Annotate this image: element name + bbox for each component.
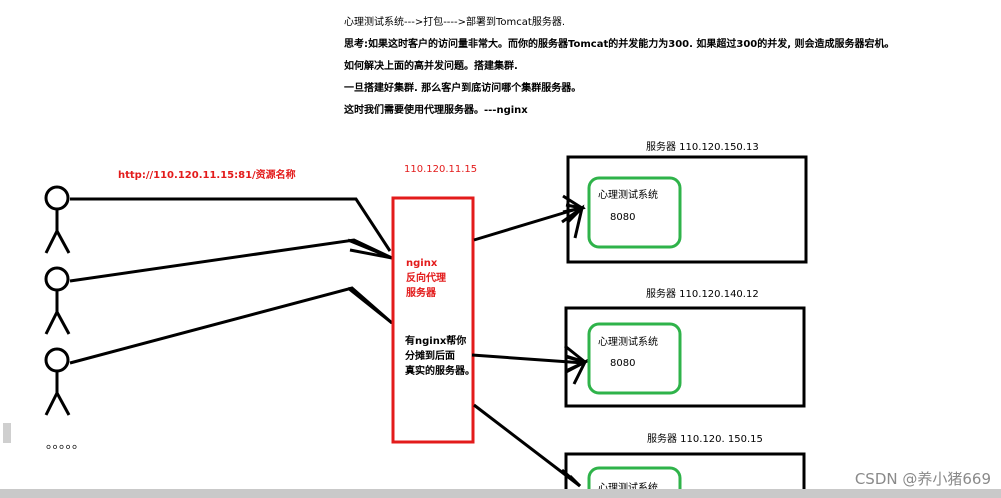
- intro-line-1: 心理测试系统--->打包---->部署到Tomcat服务器.: [344, 17, 566, 28]
- nginx-title-line-1: nginx: [406, 258, 438, 269]
- watermark: CSDN @养小猪669: [854, 470, 991, 488]
- client-connections: [69, 197, 393, 365]
- server-box-3: [564, 452, 806, 498]
- server-box-1: [566, 155, 808, 264]
- server-label-1: 服务器 110.120.150.13: [646, 142, 759, 153]
- server-box-2: [564, 306, 806, 408]
- app-port-1: 8080: [610, 212, 636, 223]
- nginx-desc-line-2: 分摊到后面: [405, 351, 455, 362]
- app-box-2: [587, 322, 682, 395]
- app-box-3: [587, 466, 682, 498]
- client-url-label: http://110.120.11.15:81/资源名称: [118, 170, 296, 181]
- client-figure-1: [44, 185, 71, 254]
- server-label-3: 服务器 110.120. 150.15: [647, 434, 763, 445]
- client-figure-2: [44, 266, 71, 335]
- app-title-3: 心理测试系统: [598, 479, 658, 494]
- app-title-2: 心理测试系统: [598, 337, 658, 348]
- intro-text: 心理测试系统--->打包---->部署到Tomcat服务器. 思考:如果这时客户…: [344, 12, 994, 122]
- intro-line-5: 这时我们需要使用代理服务器。---nginx: [344, 105, 528, 116]
- nginx-description: 有nginx帮你 分摊到后面 真实的服务器。: [405, 334, 475, 379]
- horizontal-scrollbar[interactable]: [0, 489, 1001, 498]
- intro-line-2: 思考:如果这时客户的访问量非常大。而你的服务器Tomcat的并发能力为300. …: [344, 39, 895, 50]
- app-box-1: [587, 176, 682, 249]
- intro-line-4: 一旦搭建好集群. 那么客户到底访问哪个集群服务器。: [344, 83, 582, 94]
- server-label-2: 服务器 110.120.140.12: [646, 289, 759, 300]
- nginx-title-line-3: 服务器: [406, 288, 436, 299]
- client-figure-3: [44, 347, 71, 416]
- nginx-title: nginx 反向代理 服务器: [406, 256, 446, 301]
- app-title-1: 心理测试系统: [598, 190, 658, 201]
- more-clients-ellipsis: 。。。。。: [46, 437, 86, 452]
- intro-line-3: 如何解决上面的高并发问题。搭建集群.: [344, 61, 518, 72]
- nginx-desc-line-3: 真实的服务器。: [405, 366, 475, 377]
- nginx-desc-line-1: 有nginx帮你: [405, 336, 467, 347]
- nginx-ip-label: 110.120.11.15: [404, 164, 478, 175]
- nginx-box: [391, 196, 475, 444]
- app-port-2: 8080: [610, 358, 636, 369]
- nginx-title-line-2: 反向代理: [406, 273, 446, 284]
- left-edge-marker: [3, 423, 11, 443]
